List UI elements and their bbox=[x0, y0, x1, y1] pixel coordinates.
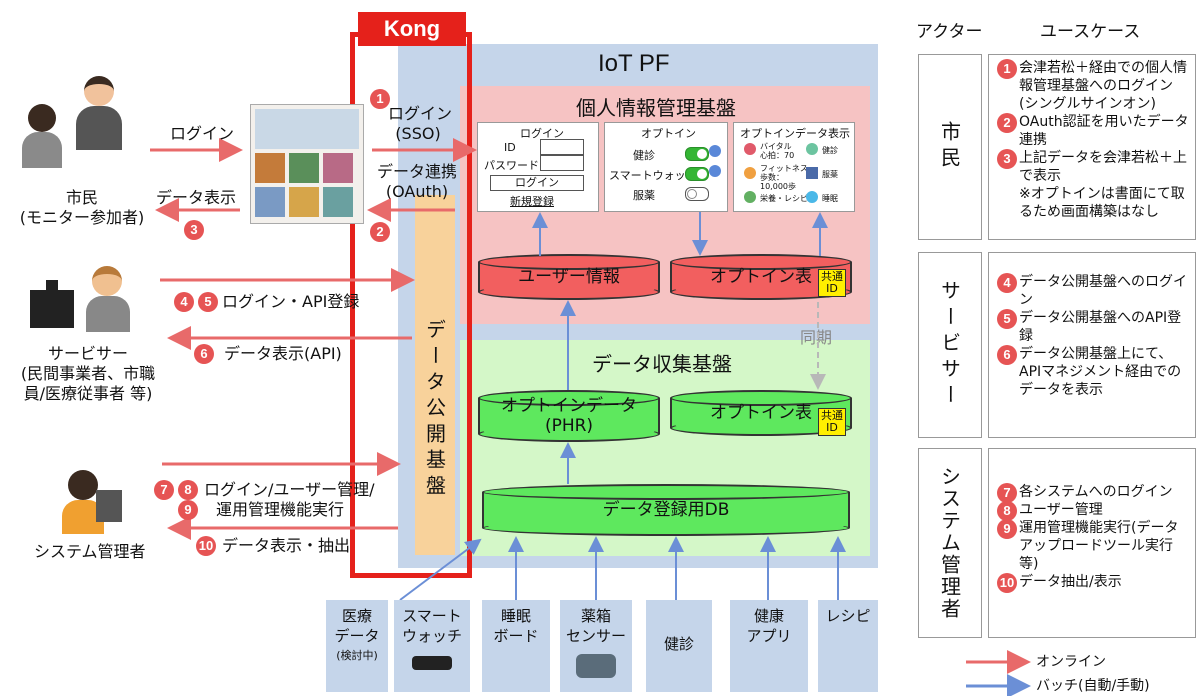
watch-icon bbox=[412, 656, 452, 670]
password-input[interactable] bbox=[540, 155, 584, 171]
optin-table-db-2: オプトイン表 bbox=[670, 390, 852, 436]
source-recipe: レシピ bbox=[818, 600, 878, 692]
optin-toggle-medicine[interactable] bbox=[685, 187, 709, 201]
servicer-label: サービサー(民間事業者、市職員/医療従事者 等) bbox=[20, 344, 156, 403]
usecase-header: ユースケース bbox=[1040, 22, 1141, 42]
flow-admin-label-2: 運用管理機能実行 bbox=[216, 500, 345, 519]
recipe-icon bbox=[744, 191, 756, 203]
actor-header: アクター bbox=[916, 22, 983, 42]
actor-citizen-cell: 市民 bbox=[918, 54, 982, 240]
user-info-db: ユーザー情報 bbox=[478, 254, 660, 300]
citizen-person-icon bbox=[22, 104, 62, 168]
citizen-label: 市民(モニター参加者) bbox=[19, 188, 145, 227]
actor-admin-cell: システム管理者 bbox=[918, 448, 982, 638]
kong-datalink-label: データ連携(OAuth) bbox=[376, 162, 457, 201]
source-pillbox: 薬箱センサー bbox=[560, 600, 632, 692]
building-icon bbox=[30, 280, 74, 328]
kong-login-label: ログイン(SSO) bbox=[388, 104, 453, 143]
flow-admin-label-1: ログイン/ユーザー管理/ bbox=[204, 480, 375, 499]
data-register-db: データ登録用DB bbox=[482, 484, 850, 536]
sleep-icon bbox=[806, 191, 818, 203]
checkup-icon bbox=[806, 143, 818, 155]
check-icon bbox=[709, 165, 721, 177]
source-health-app: 健康アプリ bbox=[730, 600, 808, 692]
flow-admin-label-3: データ表示・抽出 bbox=[222, 536, 351, 555]
step-1-badge: 1 bbox=[370, 89, 390, 109]
step-3-badge: 3 bbox=[184, 220, 204, 240]
sync-label: 同期 bbox=[800, 328, 833, 347]
optin-display-panel: オプトインデータ表示 バイタル 心拍：70 健診 フィットネス 歩数： 10,0… bbox=[733, 122, 855, 212]
login-panel: ログイン ID パスワード ログイン 新規登録 bbox=[477, 122, 599, 212]
flow-login-api-label: ログイン・API登録 bbox=[222, 292, 360, 311]
medicine-icon bbox=[806, 167, 818, 179]
optin-data-db: オプトインデータ(PHR) bbox=[478, 390, 660, 442]
check-icon bbox=[709, 145, 721, 157]
vital-icon bbox=[744, 143, 756, 155]
pillbox-icon bbox=[576, 654, 616, 678]
source-sleep-board: 睡眠ボード bbox=[482, 600, 550, 692]
app-screenshot bbox=[250, 104, 364, 224]
step-2-badge: 2 bbox=[370, 222, 390, 242]
login-button[interactable]: ログイン bbox=[490, 175, 584, 191]
optin-toggle-checkup[interactable] bbox=[685, 147, 709, 161]
personal-info-title: 個人情報管理基盤 bbox=[576, 96, 736, 120]
source-checkup: 健診 bbox=[646, 600, 712, 692]
optin-table-db: オプトイン表 bbox=[670, 254, 852, 300]
source-medical: 医療データ(検討中) bbox=[326, 600, 388, 692]
fitness-icon bbox=[744, 167, 756, 179]
data-collection-title: データ収集基盤 bbox=[592, 352, 732, 376]
flow-display-label: データ表示 bbox=[156, 188, 237, 207]
register-link[interactable]: 新規登録 bbox=[510, 195, 554, 208]
iot-pf-title: IoT PF bbox=[598, 50, 670, 77]
source-smartwatch: スマートウォッチ bbox=[394, 600, 470, 692]
legend-online: オンライン bbox=[1036, 654, 1106, 670]
citizen-person-icon bbox=[76, 76, 122, 150]
flow-display-api-label: データ表示(API) bbox=[224, 344, 342, 363]
kong-title: Kong bbox=[358, 12, 466, 46]
optin-toggle-watch[interactable] bbox=[685, 167, 709, 181]
optin-panel: オプトイン 健診 スマートウォッチ 服薬 bbox=[604, 122, 728, 212]
legend-batch: バッチ(自動/手動) bbox=[1036, 678, 1150, 694]
data-public-base: データ公開基盤 bbox=[415, 195, 455, 555]
servicer-person-icon bbox=[86, 266, 130, 332]
flow-login-label: ログイン bbox=[170, 124, 235, 143]
actor-servicer-cell: サービサー bbox=[918, 252, 982, 438]
admin-label: システム管理者 bbox=[34, 542, 146, 561]
monitor-icon bbox=[96, 490, 122, 522]
id-input[interactable] bbox=[540, 139, 584, 155]
